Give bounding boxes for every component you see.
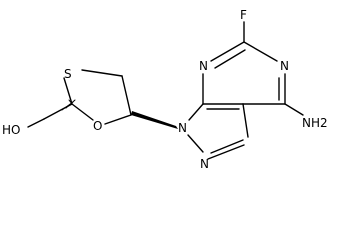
bond-n9-c8 xyxy=(187,134,204,153)
label-amine: NH2 xyxy=(302,116,328,130)
label-hydroxyl: HO xyxy=(2,123,20,137)
chemical-structure: HO S O N N N N F NH2 xyxy=(2,8,328,171)
bond-n3-c2p xyxy=(210,41,245,62)
bond-n7-c5p xyxy=(242,103,249,138)
label-ring-oxygen: O xyxy=(93,119,102,133)
wedge-bond-c5-n9 xyxy=(131,111,178,129)
bond-n3-c2p-double xyxy=(214,49,246,69)
label-sulfur: S xyxy=(64,67,72,81)
bond-n9-c4p xyxy=(188,103,204,121)
bond-c2-s xyxy=(63,77,73,105)
bond-o-c2 xyxy=(71,103,94,121)
label-n9: N xyxy=(178,121,187,135)
label-n3: N xyxy=(199,59,208,73)
bond-c8-n7-double xyxy=(210,139,244,154)
bond-c5-o xyxy=(104,114,132,125)
bond-c6-nh2 xyxy=(284,103,304,116)
label-n7: N xyxy=(200,157,209,171)
label-n1: N xyxy=(280,59,289,73)
bond-s-c4 xyxy=(81,69,123,77)
atom-labels: HO S O N N N N F NH2 xyxy=(2,8,328,171)
bond-ho-ch2 xyxy=(27,118,45,128)
label-fluorine: F xyxy=(240,8,247,22)
bond-c8-n7 xyxy=(207,144,245,160)
bond-c4-c5 xyxy=(121,75,132,116)
bonds xyxy=(27,21,304,160)
bond-c2p-n1 xyxy=(243,41,278,62)
